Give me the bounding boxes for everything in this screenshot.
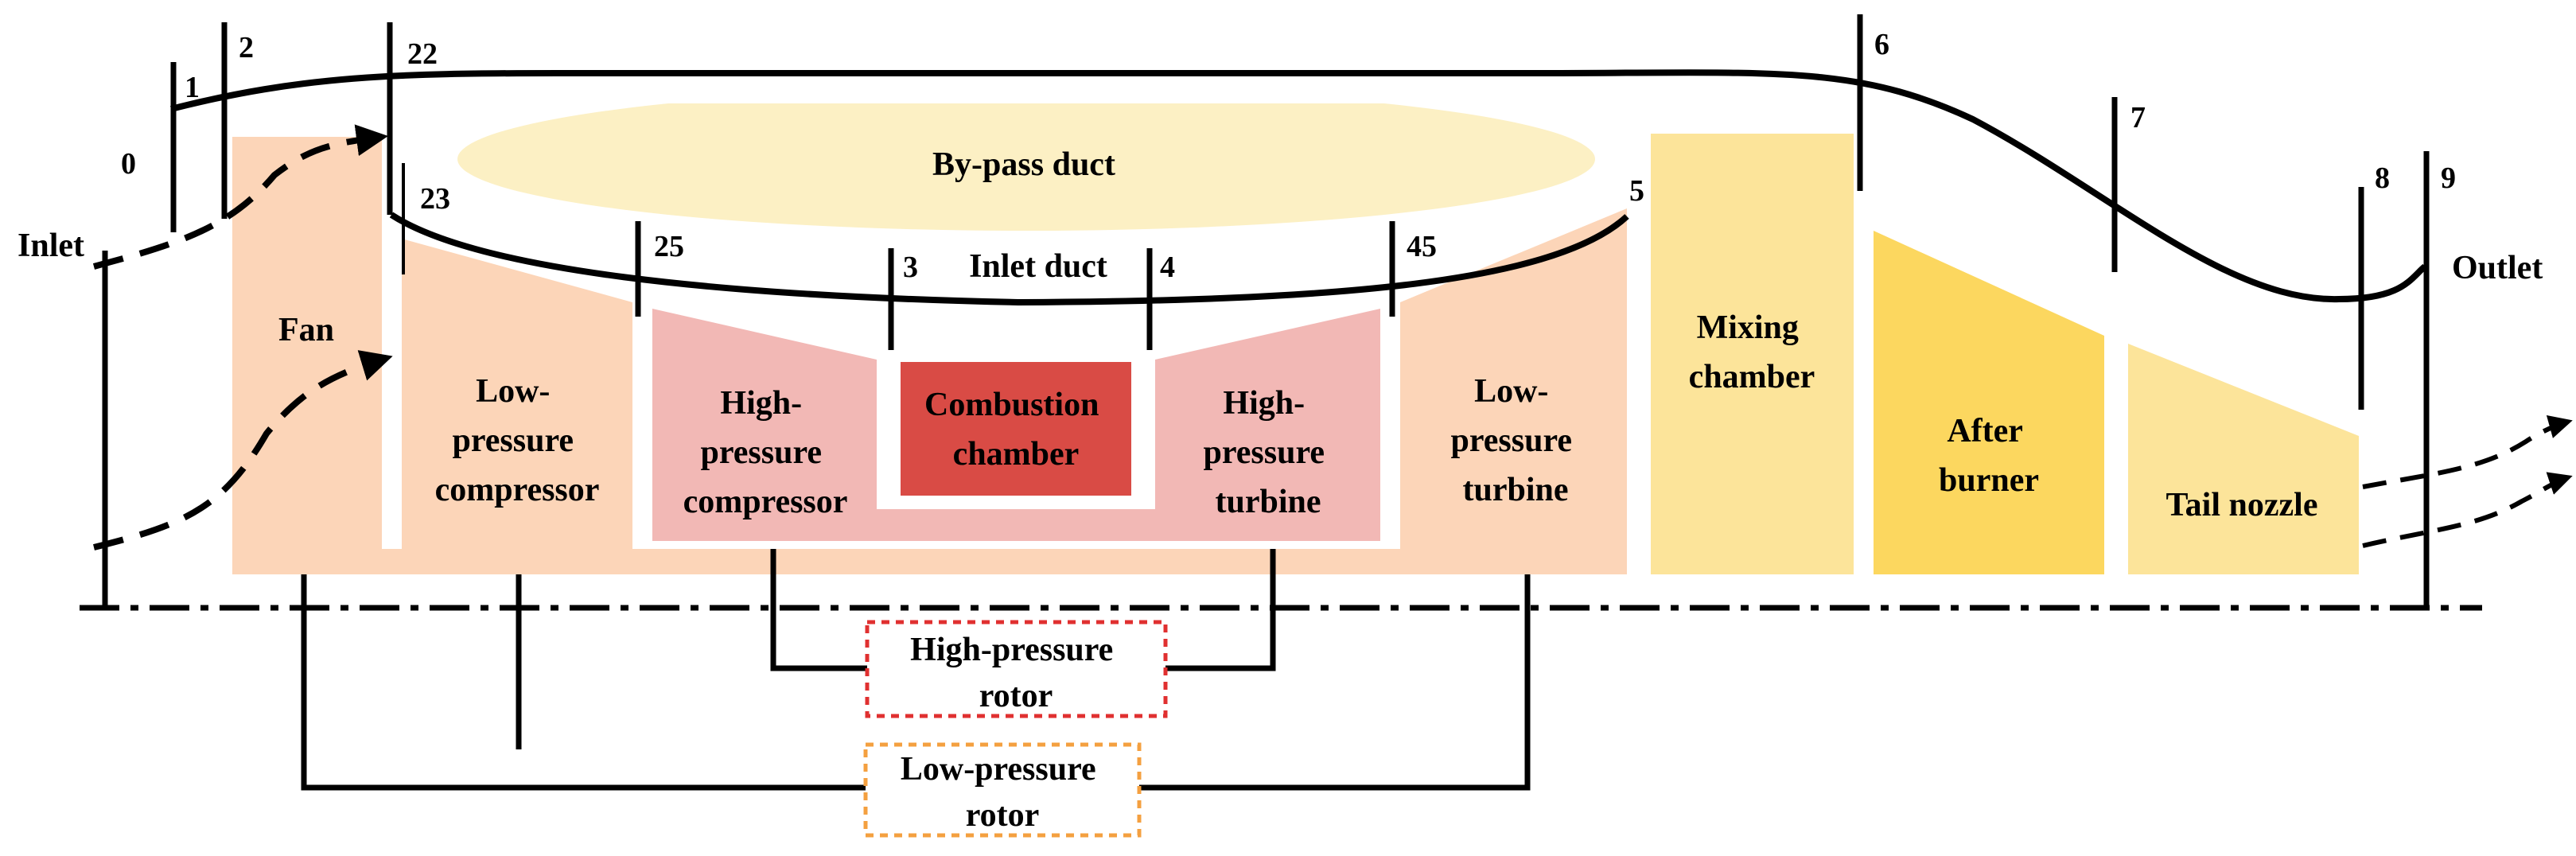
station-6-label: 6 [1874, 28, 1889, 61]
mixing-label-line2: chamber [1689, 359, 1815, 395]
hp-turbine-label-line1: High- [1223, 385, 1305, 422]
lp-compressor-label-line3: compressor [435, 472, 600, 508]
station-1-label: 1 [185, 71, 200, 104]
inlet-duct-label: Inlet duct [969, 248, 1107, 285]
station-0-label: 0 [121, 147, 136, 181]
station-2-label: 2 [239, 31, 254, 64]
hp-rotor-shaft [770, 549, 867, 671]
station-5-label: 5 [1629, 174, 1644, 208]
lp-compressor-label-line1: Low- [476, 373, 550, 410]
lp-rotor-box [863, 742, 1142, 838]
fan-block [232, 137, 382, 552]
combustion-label-line2: chamber [953, 436, 1080, 473]
station-8-label: 8 [2375, 161, 2390, 195]
inner-duct-line [389, 212, 1629, 306]
hp-compressor-block [652, 309, 877, 541]
outlet-label: Outlet [2452, 250, 2543, 286]
station-22-label: 22 [407, 37, 438, 71]
hp-compressor-label-line1: High- [720, 385, 802, 422]
lp-turbine-label-line2: pressure [1451, 422, 1572, 459]
afterburner-label: After burner [1939, 413, 2039, 499]
hp-turbine-label-line3: turbine [1215, 484, 1321, 520]
station-7-label: 7 [2130, 101, 2146, 134]
tail-nozzle-label: Tail nozzle [2166, 487, 2318, 523]
lp-compressor-block [402, 239, 632, 552]
hp-compressor-label: High- pressure compressor [683, 385, 848, 520]
lp-rotor-label-line2: rotor [966, 797, 1040, 834]
hp-turbine-block [1155, 309, 1380, 541]
mixing-label-line1: Mixing [1697, 309, 1799, 346]
station-23-label: 23 [420, 182, 450, 216]
hp-turbine-label: High- pressure turbine [1204, 385, 1333, 520]
station-25-label: 25 [654, 230, 684, 263]
hp-rotor-box [865, 620, 1168, 718]
hp-compressor-label-line3: compressor [683, 484, 848, 520]
inlet-upper-flow-arrow [92, 124, 388, 270]
lp-rotor-label: Low-pressure rotor [901, 751, 1104, 834]
afterburner-label-line2: burner [1939, 462, 2039, 499]
mixing-chamber-label: Mixing chamber [1689, 309, 1815, 395]
mixing-chamber-block [1651, 134, 1854, 574]
bypass-duct-label: By-pass duct [932, 146, 1115, 183]
fan-label: Fan [278, 312, 334, 348]
station-9-label: 9 [2441, 161, 2456, 195]
lp-turbine-label-line1: Low- [1474, 373, 1548, 410]
outlet-lower-flow-arrow [2362, 472, 2573, 548]
lp-turbine-block [1400, 208, 1627, 574]
hp-rotor-shaft-right [1165, 549, 1276, 671]
inlet-label: Inlet [18, 228, 84, 264]
lp-rotor-shaft-right [1139, 574, 1531, 791]
bypass-duct-shape [457, 88, 1595, 231]
outlet-upper-flow-arrow [2362, 414, 2573, 489]
lp-compressor-label-line2: pressure [453, 422, 574, 459]
hp-rotor-label-line1: High-pressure [910, 632, 1113, 668]
lp-rotor-shaft-left [301, 574, 866, 791]
inlet-lower-flow-arrow [93, 350, 393, 551]
hp-turbine-label-line2: pressure [1204, 434, 1325, 471]
lp-turbine-label: Low- pressure turbine [1451, 373, 1581, 508]
station-45-label: 45 [1407, 230, 1437, 263]
tail-nozzle-block [2128, 344, 2359, 574]
lp-bottom-strip [232, 549, 1627, 574]
lp-rotor-label-line1: Low-pressure [901, 751, 1096, 788]
hp-rotor-label-line2: rotor [979, 678, 1053, 714]
lp-turbine-label-line3: turbine [1462, 472, 1568, 508]
hp-compressor-label-line2: pressure [701, 434, 822, 471]
station-4-label: 4 [1160, 251, 1175, 284]
combustion-chamber-label: Combustion chamber [924, 387, 1107, 473]
afterburner-block [1874, 231, 2104, 574]
hp-bottom-strip [652, 509, 1380, 541]
combustion-chamber-block [901, 362, 1131, 496]
afterburner-label-line1: After [1947, 413, 2022, 449]
combustion-label-line1: Combustion [924, 387, 1099, 423]
lp-compressor-label: Low- pressure compressor [435, 373, 600, 508]
hp-rotor-label: High-pressure rotor [910, 632, 1122, 714]
outer-casing-line [170, 69, 2427, 303]
station-3-label: 3 [903, 251, 918, 284]
